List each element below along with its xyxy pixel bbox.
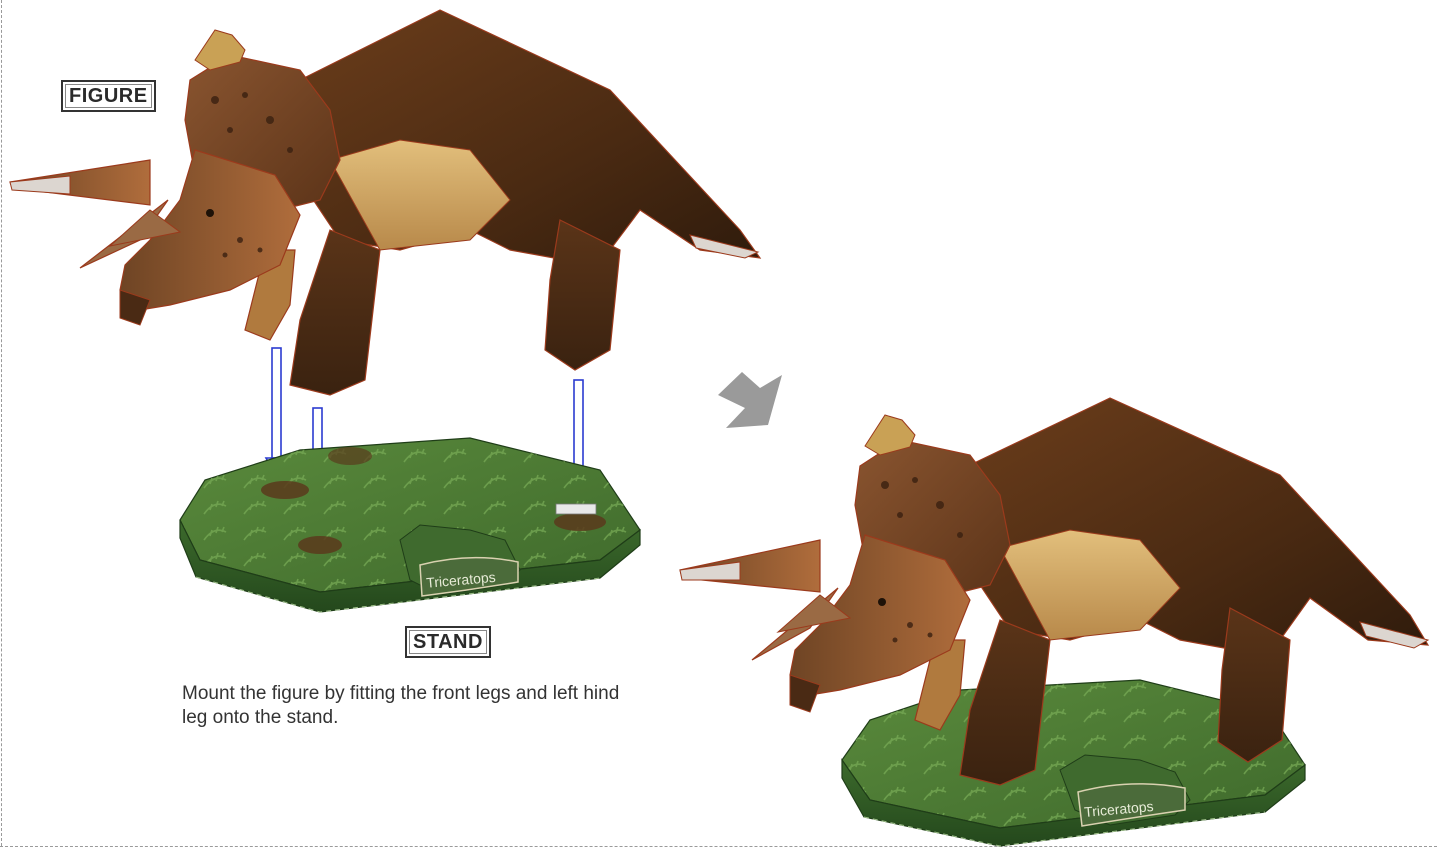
figure-label: FIGURE (61, 80, 156, 112)
figure-exploded (10, 10, 760, 395)
instruction-text: Mount the figure by fitting the front le… (182, 682, 622, 730)
stand-exploded: Triceratops (180, 438, 640, 612)
stand-label: STAND (405, 626, 491, 658)
process-arrow-icon (718, 372, 782, 428)
